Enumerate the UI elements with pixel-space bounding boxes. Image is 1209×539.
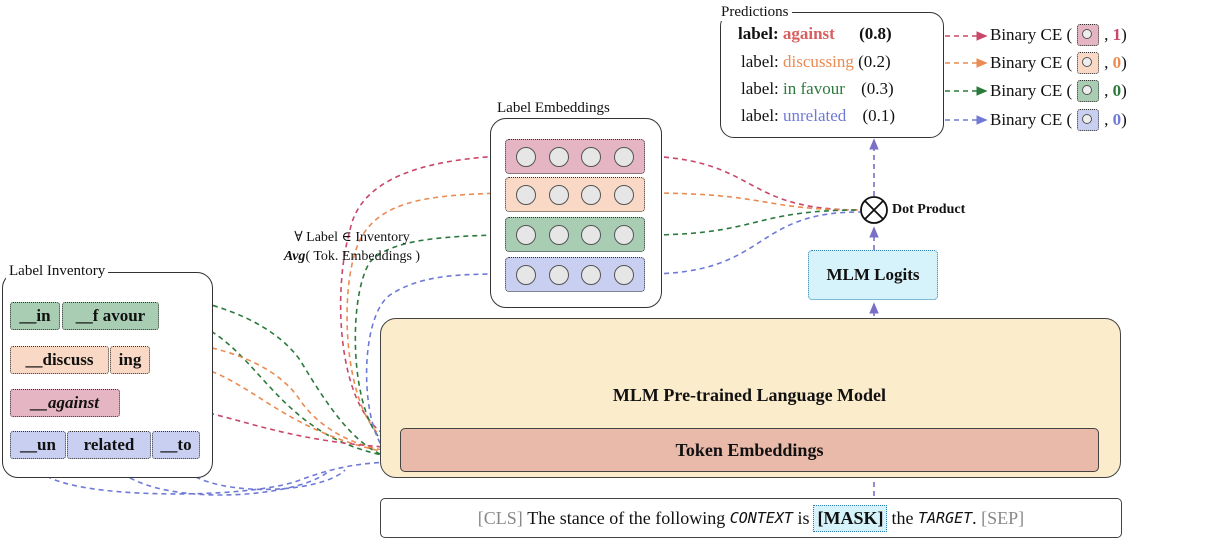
token-to: __to	[152, 431, 200, 459]
embedding-against	[505, 139, 645, 174]
label-embeddings-title: Label Embeddings	[494, 100, 613, 117]
embedding-discussing	[505, 177, 645, 212]
token-embeddings-box: Token Embeddings	[400, 428, 1099, 472]
language-model-label: MLM Pre-trained Language Model	[612, 385, 887, 405]
embedding-in-favour	[505, 217, 645, 252]
prediction-discussing: label: discussing (0.2)	[741, 52, 891, 71]
label-inventory-title: Label Inventory	[6, 263, 109, 280]
token-discuss: __discuss	[10, 346, 109, 374]
embedding-unrelated	[505, 257, 645, 292]
bce-unrelated: Binary CE (, 0)	[990, 109, 1127, 131]
prediction-unrelated: label: unrelated (0.1)	[741, 106, 896, 125]
token-un: __un	[10, 431, 66, 459]
mask-token: [MASK]	[813, 504, 888, 532]
bce-against: Binary CE (, 1)	[990, 24, 1127, 46]
dot-product-icon	[860, 196, 888, 224]
input-sequence: [CLS] The stance of the following CONTEX…	[380, 498, 1122, 538]
token-ing: ing	[110, 346, 150, 374]
predictions-title: Predictions	[718, 4, 792, 21]
token-in: __in	[10, 302, 60, 330]
prediction-in-favour: label: in favour (0.3)	[741, 79, 894, 98]
token-favour: __f avour	[62, 302, 159, 330]
average-annotation: ∀ Label ∈ Inventory Avg( Tok. Embeddings…	[283, 230, 421, 264]
dot-product-label: Dot Product	[892, 202, 966, 217]
prediction-against: label: against (0.8)	[738, 24, 892, 43]
token-against: __against	[10, 389, 120, 417]
bce-in-favour: Binary CE (, 0)	[990, 80, 1127, 102]
token-related: related	[67, 431, 151, 459]
bce-discussing: Binary CE (, 0)	[990, 52, 1127, 74]
mlm-logits-box: MLM Logits	[808, 250, 938, 300]
predictions-panel	[720, 12, 944, 138]
